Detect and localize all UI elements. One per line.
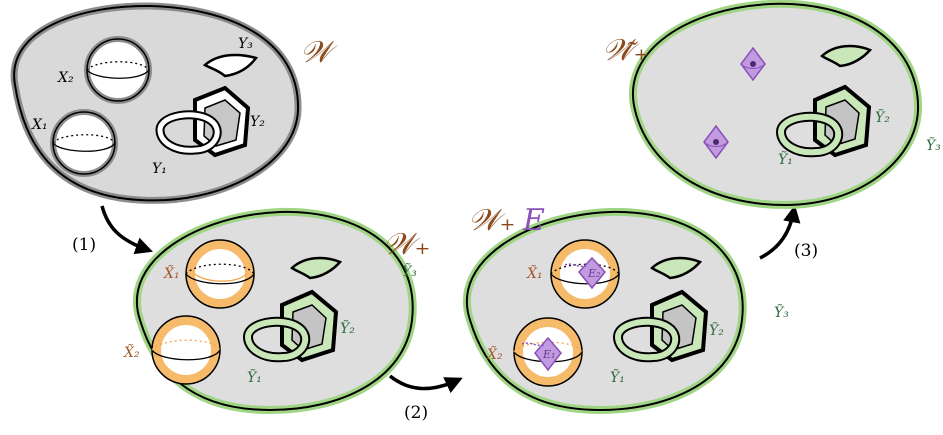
label-x2: X₂ [57, 70, 74, 86]
label-y1: Y₁ [152, 161, 167, 177]
label-y2-final: Ỹ₂ [875, 108, 890, 126]
sphere-x2-tilde [152, 316, 220, 384]
panel-plus-title: 𝒲₊ [383, 227, 430, 262]
panel-plus-e-title: 𝒲₊ [468, 203, 515, 238]
label-y3-tilde-e: Ỹ₃ [774, 303, 789, 321]
arrow-step3 [760, 210, 794, 258]
label-e2: E₂ [587, 267, 600, 280]
label-x1-tilde-e: X̃₁ [526, 264, 543, 282]
label-x1-tilde: X̃₁ [163, 264, 180, 282]
panel-final-title: 𝒲̃₊ [602, 33, 649, 68]
panel-original: 𝒲 X₂ X₁ Y₃ Y₂ Y₁ [14, 6, 338, 200]
label-y2-tilde: Ỹ₂ [340, 319, 355, 337]
sphere-x1 [53, 112, 115, 174]
label-y3: Y₃ [238, 36, 253, 52]
label-x2-tilde-e: X̃₂ [486, 345, 503, 363]
panel-plus-e: E₂ E₁ 𝒲₊ E X̃₁ X̃₂ Ỹ₃ Ỹ₂ Ỹ₁ [467, 203, 789, 410]
sphere-x2 [87, 39, 149, 101]
arrow-step3-label: (3) [794, 241, 818, 261]
arrow-step2-label: (2) [404, 403, 428, 423]
arrow-step1-label: (1) [72, 235, 96, 255]
label-y2-tilde-e: Ỹ₂ [709, 321, 724, 339]
manifold-w-tilde-plus [633, 4, 918, 205]
sphere-x1-tilde [186, 240, 254, 308]
panel-original-title: 𝒲 [300, 35, 338, 70]
sphere-x1-tilde-e: E₂ [551, 240, 619, 308]
label-y1-tilde: Ỹ₁ [247, 368, 262, 386]
label-y2: Y₂ [250, 114, 265, 130]
label-y1-final: Ỹ₁ [778, 150, 793, 168]
label-e1: E₁ [542, 348, 555, 361]
label-y3-tilde: Ỹ₃ [402, 262, 417, 280]
arrow-step2 [390, 376, 458, 389]
label-x2-tilde: X̃₂ [123, 343, 140, 361]
sphere-x2-tilde-e: E₁ [514, 318, 582, 386]
panel-plus: 𝒲₊ X̃₁ X̃₂ Ỹ₃ Ỹ₂ Ỹ₁ [123, 212, 430, 410]
arrow-step1 [102, 206, 148, 250]
label-x1: X₁ [31, 117, 48, 133]
label-y3-final: Ỹ₃ [926, 136, 941, 154]
panel-final: 𝒲̃₊ Ỹ₂ Ỹ₁ Ỹ₃ [602, 4, 941, 205]
panel-plus-e-title-e: E [522, 203, 545, 238]
label-y1-tilde-e: Ỹ₁ [610, 368, 625, 386]
